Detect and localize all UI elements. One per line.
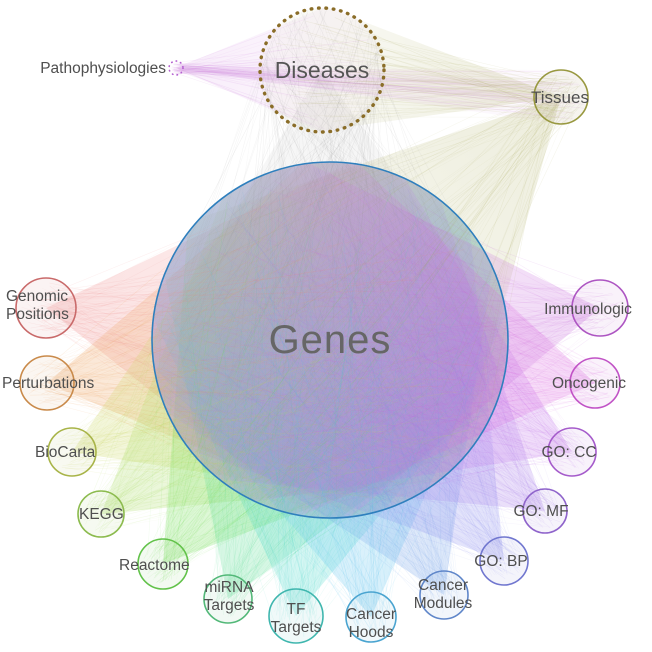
- edge-bundles: [21, 8, 623, 637]
- go-mf-circle[interactable]: [522, 488, 568, 534]
- perturbations-label: Perturbations: [2, 375, 94, 392]
- kegg-circle[interactable]: [77, 490, 125, 538]
- oncogenic-label: Oncogenic: [552, 375, 626, 392]
- genomic-positions-circle[interactable]: [15, 277, 77, 339]
- genes-circle[interactable]: [151, 161, 509, 519]
- node-genes[interactable]: Genes: [151, 161, 509, 519]
- kegg-label: KEGG: [79, 506, 124, 523]
- pathophysiologies-circle[interactable]: [168, 60, 184, 76]
- cancer-modules-label-line1: Cancer: [418, 577, 468, 594]
- go-mf-label: GO: MF: [513, 503, 568, 520]
- node-genomic-positions[interactable]: Genomic Positions: [6, 277, 77, 339]
- reactome-label: Reactome: [119, 557, 190, 574]
- tissues-label: Tissues: [531, 88, 589, 107]
- mirna-targets-label-line1: miRNA: [204, 579, 254, 596]
- node-reactome[interactable]: Reactome: [119, 538, 190, 590]
- node-kegg[interactable]: KEGG: [77, 490, 125, 538]
- cancer-modules-circle[interactable]: [419, 570, 469, 620]
- go-cc-label: GO: CC: [541, 444, 596, 461]
- node-perturbations[interactable]: Perturbations: [2, 355, 94, 411]
- cancer-modules-label-line2: Modules: [414, 595, 473, 612]
- biocarta-label: BioCarta: [35, 444, 96, 461]
- tf-targets-label-line2: Targets: [271, 619, 322, 636]
- cancer-hoods-label-line2: Hoods: [349, 624, 394, 641]
- genes-label: Genes: [269, 318, 392, 362]
- go-bp-circle[interactable]: [479, 536, 529, 586]
- node-immunologic[interactable]: Immunologic: [544, 279, 632, 337]
- node-oncogenic[interactable]: Oncogenic: [552, 357, 626, 409]
- go-bp-label: GO: BP: [474, 553, 527, 570]
- node-go-cc[interactable]: GO: CC: [541, 427, 597, 477]
- oncogenic-circle[interactable]: [569, 357, 621, 409]
- mirna-targets-circle[interactable]: [203, 574, 253, 624]
- cancer-hoods-label-line1: Cancer: [346, 606, 396, 623]
- node-tf-targets[interactable]: TF Targets: [268, 588, 324, 644]
- node-diseases[interactable]: Diseases: [258, 6, 386, 134]
- reactome-circle[interactable]: [137, 538, 189, 590]
- pathophysiologies-label: Pathophysiologies: [40, 60, 166, 77]
- immunologic-label: Immunologic: [544, 301, 632, 318]
- node-pathophysiologies[interactable]: Pathophysiologies: [40, 60, 184, 77]
- tissues-circle[interactable]: [533, 69, 589, 125]
- node-biocarta[interactable]: BioCarta: [35, 427, 97, 477]
- tf-targets-label-line1: TF: [287, 601, 306, 618]
- genomic-positions-label-line2: Positions: [6, 306, 69, 323]
- diseases-label: Diseases: [275, 57, 370, 83]
- node-tissues[interactable]: Tissues: [531, 69, 589, 125]
- perturbations-circle[interactable]: [19, 355, 75, 411]
- biocarta-circle[interactable]: [47, 427, 97, 477]
- mirna-targets-label-line2: Targets: [204, 597, 255, 614]
- node-go-mf[interactable]: GO: MF: [513, 488, 569, 534]
- node-go-bp[interactable]: GO: BP: [474, 536, 529, 586]
- diseases-circle[interactable]: [258, 6, 386, 134]
- tf-targets-circle[interactable]: [268, 588, 324, 644]
- go-cc-circle[interactable]: [547, 427, 597, 477]
- immunologic-circle[interactable]: [571, 279, 629, 337]
- genomic-positions-label-line1: Genomic: [6, 288, 68, 305]
- node-mirna-targets[interactable]: miRNA Targets: [203, 574, 255, 624]
- node-cancer-hoods[interactable]: Cancer Hoods: [345, 591, 397, 643]
- cancer-hoods-circle[interactable]: [345, 591, 397, 643]
- node-cancer-modules[interactable]: Cancer Modules: [414, 570, 473, 620]
